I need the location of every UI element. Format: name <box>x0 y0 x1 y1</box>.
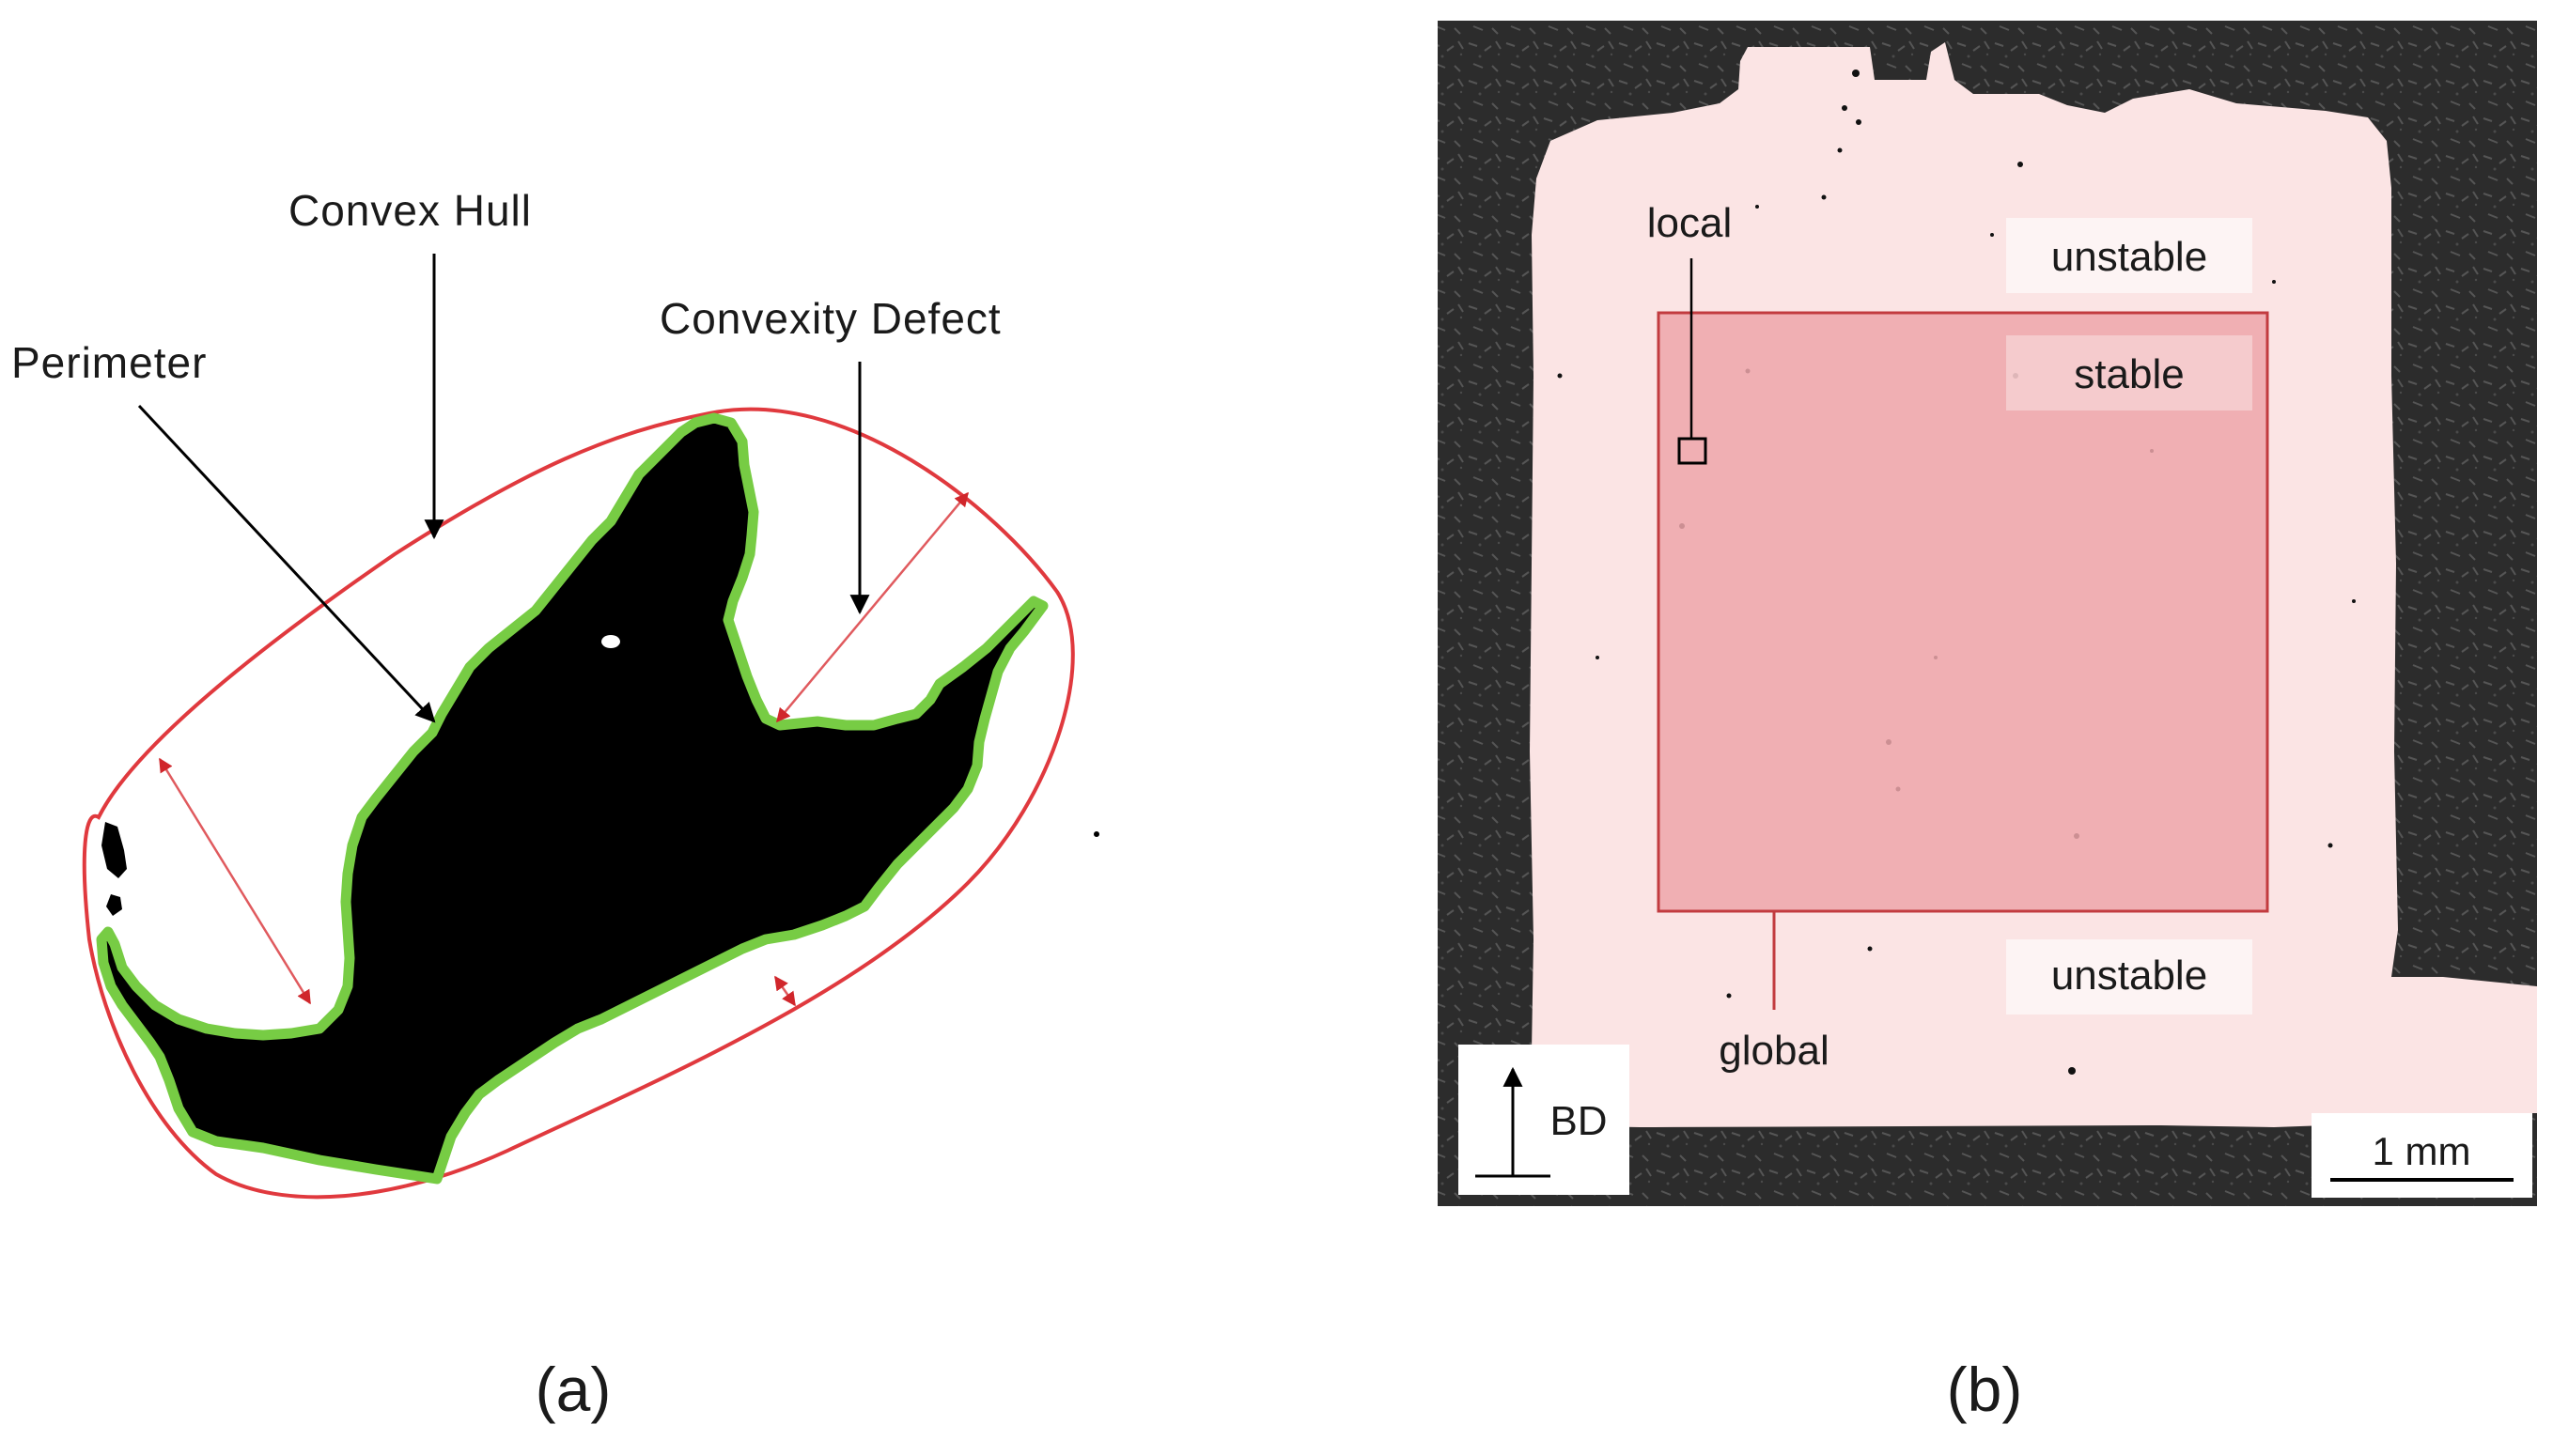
unstable-bottom-box <box>2006 939 2252 1015</box>
convex-hull-label: Convex Hull <box>288 186 532 235</box>
perimeter-label: Perimeter <box>11 338 207 387</box>
scale-bar-box <box>2312 1113 2532 1198</box>
unstable-bottom-label: unstable <box>2051 953 2207 999</box>
convex-hull-outline <box>82 407 1075 1200</box>
local-window <box>1677 437 1707 465</box>
stable-box <box>2006 335 2252 410</box>
panel-a-caption: (a) <box>536 1355 612 1424</box>
global-label: global <box>1719 1028 1829 1074</box>
build-direction-box <box>1458 1045 1629 1195</box>
unstable-top-box <box>2006 218 2252 293</box>
local-label: local <box>1647 200 1733 246</box>
fragment <box>1094 831 1099 837</box>
scale-bar-label: 1 mm <box>2373 1129 2471 1173</box>
panel-a: Convex Hull Convexity Defect Perimeter (… <box>11 186 1099 1424</box>
panel-b-caption: (b) <box>1947 1355 2023 1424</box>
fragment <box>106 894 122 916</box>
defect-depth-arrow <box>773 975 797 1007</box>
global-region <box>1657 311 2269 913</box>
perimeter-pointer <box>137 404 436 723</box>
stable-label: stable <box>2074 351 2184 397</box>
particle-hole <box>601 635 620 648</box>
build-direction-label: BD <box>1549 1098 1607 1144</box>
unstable-top-label: unstable <box>2051 234 2207 280</box>
particle-shape <box>96 412 1049 1185</box>
convexity-defect-label: Convexity Defect <box>660 294 1002 343</box>
fragment <box>101 822 127 878</box>
panel-b: unstable stable unstable local global BD… <box>1438 21 2537 1424</box>
defect-depth-arrow <box>776 491 969 723</box>
defect-depth-arrow <box>158 757 312 1005</box>
